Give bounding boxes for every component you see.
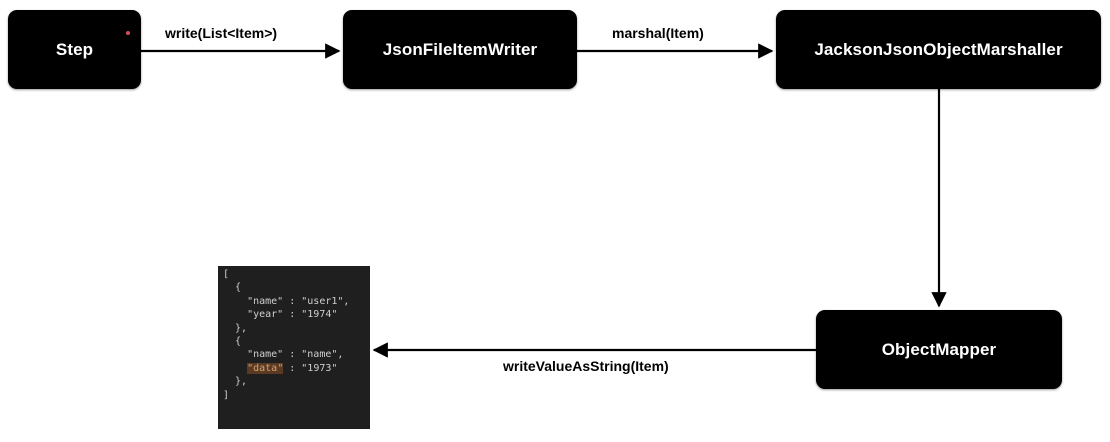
step-node: Step [8, 10, 141, 89]
code-text: "name" : "user1", [223, 295, 350, 307]
code-line: { [223, 335, 370, 348]
edge-label-write-value-as-string: writeValueAsString(Item) [503, 358, 669, 374]
json-output-code-block: [ { "name" : "user1", "year" : "1974" },… [218, 266, 370, 429]
code-line: { [223, 281, 370, 294]
code-line: "name" : "name", [223, 348, 370, 361]
marker-dot [126, 31, 130, 35]
code-text: { [223, 335, 242, 347]
object-mapper-node: ObjectMapper [816, 310, 1062, 389]
edge-label-write: write(List<Item>) [165, 25, 278, 41]
code-highlight: "data" [247, 362, 284, 374]
code-text: }, [223, 376, 248, 388]
code-text: "year" : "1974" [223, 309, 338, 321]
mapper-node-label: ObjectMapper [881, 339, 997, 359]
code-line: [ [223, 268, 370, 281]
code-text: [ [223, 269, 230, 280]
marshaller-node-label: JacksonJsonObjectMarshaller [814, 39, 1063, 59]
code-line: }, [223, 322, 370, 335]
code-text: }, [223, 322, 248, 334]
step-node-label: Step [55, 39, 94, 59]
code-line: "name" : "user1", [223, 295, 370, 308]
code-text [223, 363, 247, 374]
json-file-item-writer-node: JsonFileItemWriter [343, 10, 577, 89]
code-text: "name" : "name", [223, 349, 344, 361]
code-line: }, [223, 375, 370, 388]
edge-label-marshal: marshal(Item) [612, 25, 704, 41]
code-text: ] [223, 389, 230, 401]
code-line: "year" : "1974" [223, 308, 370, 321]
code-line: ] [223, 389, 370, 402]
code-text: { [223, 282, 242, 294]
code-line: "data" : "1973" [223, 362, 370, 375]
code-text-after: : "1973" [283, 362, 338, 374]
jackson-marshaller-node: JacksonJsonObjectMarshaller [776, 10, 1101, 89]
writer-node-label: JsonFileItemWriter [382, 39, 538, 59]
